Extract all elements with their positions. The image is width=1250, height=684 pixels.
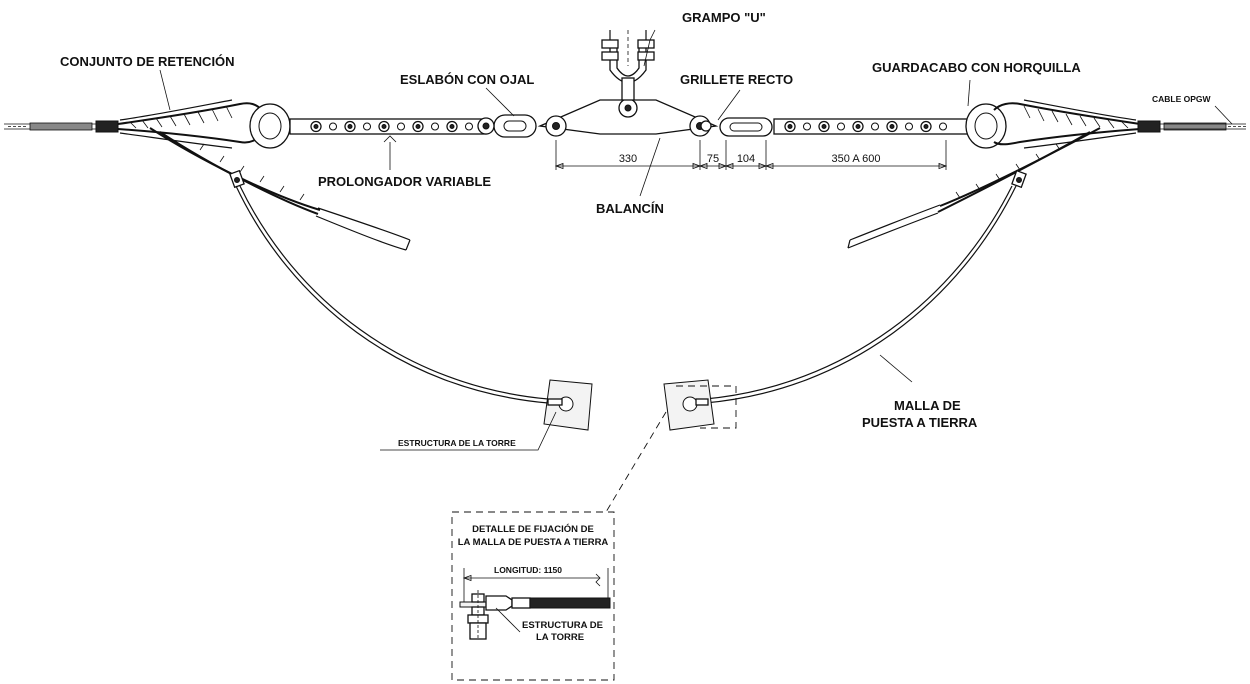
left-ground-mesh xyxy=(229,169,549,404)
extension-bolt xyxy=(313,124,319,129)
extension-bolt xyxy=(821,124,827,129)
detail-estructura-line1: ESTRUCTURA DE xyxy=(522,620,603,631)
label-grillete-recto: GRILLETE RECTO xyxy=(680,72,793,87)
label-malla-line2: PUESTA A TIERRA xyxy=(862,415,978,430)
extension-bolt xyxy=(347,124,353,129)
dim-350-600: 350 A 600 xyxy=(832,153,881,165)
extension-bolt xyxy=(923,124,929,129)
extension-bolt xyxy=(787,124,793,129)
extension-hole xyxy=(431,122,439,131)
extension-hole xyxy=(837,122,845,131)
label-malla-line1: MALLA DE xyxy=(894,398,961,413)
extension-hole xyxy=(905,122,913,131)
detail-title-line1: DETALLE DE FIJACIÓN DE xyxy=(472,523,594,535)
label-eslabon-ojal: ESLABÓN CON OJAL xyxy=(400,72,534,87)
label-prolongador-variable: PROLONGADOR VARIABLE xyxy=(318,174,491,189)
extension-bolt xyxy=(889,124,895,129)
detail-longitud: LONGITUD: 1150 xyxy=(494,565,562,575)
extension-bolt xyxy=(415,124,421,129)
label-grampo-u: GRAMPO "U" xyxy=(682,10,766,25)
grampo-u-clamp xyxy=(601,30,655,101)
right-opgw-cable xyxy=(1137,120,1246,133)
balancin-yoke xyxy=(537,98,719,137)
detail-box xyxy=(451,411,667,681)
extension-hole xyxy=(397,122,405,131)
extension-hole xyxy=(363,122,371,131)
detail-estructura-line2: LA TORRE xyxy=(536,632,584,643)
extension-hole xyxy=(871,122,879,131)
right-variable-extension xyxy=(773,118,971,135)
extension-bolt xyxy=(449,124,455,129)
extension-hole xyxy=(803,122,811,131)
dim-104: 104 xyxy=(737,153,755,165)
label-conjunto-retencion: CONJUNTO DE RETENCIÓN xyxy=(60,54,235,69)
label-guardacabo-horquilla: GUARDACABO CON HORQUILLA xyxy=(872,60,1081,75)
label-cable-opgw: CABLE OPGW xyxy=(1152,94,1212,104)
dim-330: 330 xyxy=(619,153,637,165)
label-estructura-torre: ESTRUCTURA DE LA TORRE xyxy=(398,438,516,448)
right-tower-plate xyxy=(663,379,737,431)
extension-hole xyxy=(465,122,473,131)
left-variable-extension xyxy=(289,114,537,138)
left-tower-plate xyxy=(543,379,593,431)
extension-hole xyxy=(939,122,947,131)
extension-hole xyxy=(329,122,337,131)
detail-title-line2: LA MALLA DE PUESTA A TIERRA xyxy=(458,537,609,548)
right-ground-mesh xyxy=(704,169,1027,404)
grillete-recto xyxy=(700,117,773,137)
extension-bolt xyxy=(381,124,387,129)
extension-bolt xyxy=(855,124,861,129)
left-opgw-cable xyxy=(4,120,119,133)
leader-lines xyxy=(159,29,1233,451)
dim-75: 75 xyxy=(707,153,719,165)
dimension-lines xyxy=(554,140,948,170)
right-retention-assembly xyxy=(847,99,1141,249)
label-balancin: BALANCÍN xyxy=(596,201,664,216)
